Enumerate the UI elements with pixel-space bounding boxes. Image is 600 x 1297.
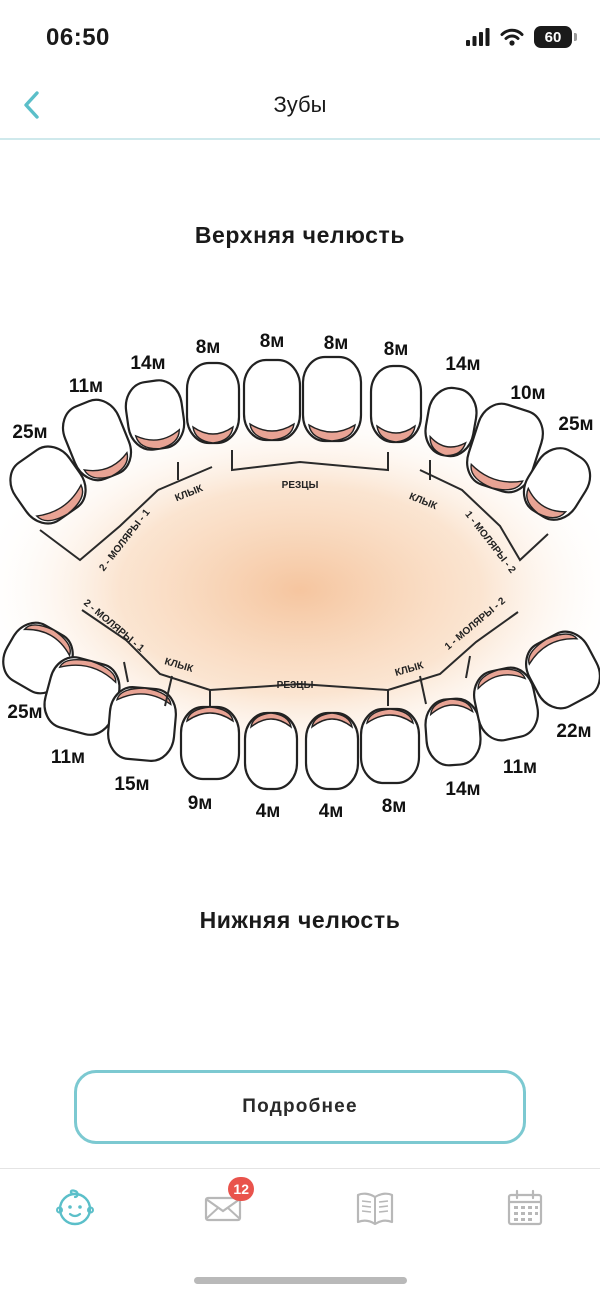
mouth-glow xyxy=(0,400,600,780)
upper-tooth-3 xyxy=(124,379,186,451)
lower-jaw-title: Нижняя челюсть xyxy=(199,907,401,933)
tab-calendar[interactable] xyxy=(500,1183,550,1233)
upper-age-label-8: 14м xyxy=(445,354,480,375)
lower-tooth-4 xyxy=(179,705,241,781)
upper-tooth-5 xyxy=(242,358,302,442)
lower-tooth-6 xyxy=(304,711,360,791)
tab-journal[interactable] xyxy=(350,1183,400,1233)
upper-group-incisors: РЕЗЦЫ xyxy=(282,480,319,491)
upper-age-label-7: 8м xyxy=(384,339,409,360)
upper-tooth-4 xyxy=(185,361,241,445)
upper-age-label-6: 8м xyxy=(324,333,349,354)
lower-tooth-5 xyxy=(243,711,299,791)
lower-age-label-10: 22м xyxy=(556,721,591,742)
upper-age-label-5: 8м xyxy=(260,331,285,352)
calendar-icon xyxy=(507,1189,543,1226)
lower-age-label-7: 8м xyxy=(382,796,407,817)
upper-tooth-1 xyxy=(9,445,87,525)
back-button[interactable] xyxy=(14,86,48,124)
upper-tooth-2 xyxy=(61,398,133,482)
bracket-6 xyxy=(387,611,519,705)
nav-bar: Зубы xyxy=(0,70,600,140)
lower-age-label-5: 4м xyxy=(256,801,281,822)
lower-age-label-6: 4м xyxy=(319,801,344,822)
lower-age-label-9: 11м xyxy=(503,757,537,778)
messages-badge: 12 xyxy=(228,1177,254,1201)
status-icons: 60 xyxy=(466,26,577,48)
lower-tooth-9 xyxy=(473,666,539,742)
upper-age-label-1: 25м xyxy=(12,422,47,443)
upper-tooth-6 xyxy=(301,355,363,443)
open-book-icon xyxy=(356,1192,394,1226)
status-time: 06:50 xyxy=(46,24,110,51)
upper-age-label-4: 8м xyxy=(196,337,221,358)
envelope-icon xyxy=(204,1196,242,1222)
cellular-signal-icon xyxy=(466,28,490,46)
upper-tooth-8 xyxy=(424,386,478,458)
upper-age-label-3: 14м xyxy=(130,353,165,374)
page-title: Зубы xyxy=(273,92,327,117)
group-brackets xyxy=(39,450,549,707)
lower-tooth-8 xyxy=(424,697,482,767)
battery-indicator: 60 xyxy=(534,26,577,48)
bracket-1 xyxy=(39,462,179,562)
chevron-left-icon xyxy=(24,91,39,119)
tab-bar: 12 xyxy=(0,1168,600,1248)
lower-age-label-8: 14м xyxy=(445,779,480,800)
lower-age-label-4: 9м xyxy=(188,793,213,814)
home-indicator xyxy=(194,1277,407,1284)
baby-face-icon xyxy=(56,1189,94,1226)
upper-tooth-10 xyxy=(522,447,592,521)
bracket-5 xyxy=(209,682,389,706)
lower-tooth-10 xyxy=(525,630,600,710)
lower-age-label-1: 25м xyxy=(7,702,42,723)
lower-age-label-3: 15м xyxy=(114,774,149,795)
age-labels: 25м 11м 14м 8м 8м 8м 8м 14м 10м 25м 25м 11м 15м 9м 4м 4… xyxy=(7,331,593,822)
lower-age-label-2: 11м xyxy=(51,747,85,768)
upper-age-label-10: 25м xyxy=(558,414,593,435)
bracket-2 xyxy=(157,450,389,491)
upper-tooth-7 xyxy=(369,364,423,444)
bracket-4 xyxy=(81,609,211,707)
tab-messages[interactable]: 12 xyxy=(198,1177,254,1233)
lower-tooth-2 xyxy=(43,656,121,736)
lower-group-incisors: РЕЗЦЫ xyxy=(277,680,314,691)
details-button[interactable]: Подробнее xyxy=(74,1070,526,1144)
lower-tooth-3 xyxy=(107,686,177,762)
tab-baby[interactable] xyxy=(50,1183,100,1233)
upper-age-label-9: 10м xyxy=(510,383,545,404)
upper-age-label-2: 11м xyxy=(69,376,103,397)
upper-tooth-9 xyxy=(466,402,544,494)
lower-teeth-group xyxy=(2,621,600,791)
bracket-3 xyxy=(419,460,549,562)
lower-tooth-7 xyxy=(359,707,421,785)
wifi-icon xyxy=(500,28,524,46)
upper-teeth-group xyxy=(9,355,592,525)
status-bar: 06:50 60 xyxy=(0,0,600,70)
upper-jaw-title: Верхняя челюсть xyxy=(194,222,406,248)
